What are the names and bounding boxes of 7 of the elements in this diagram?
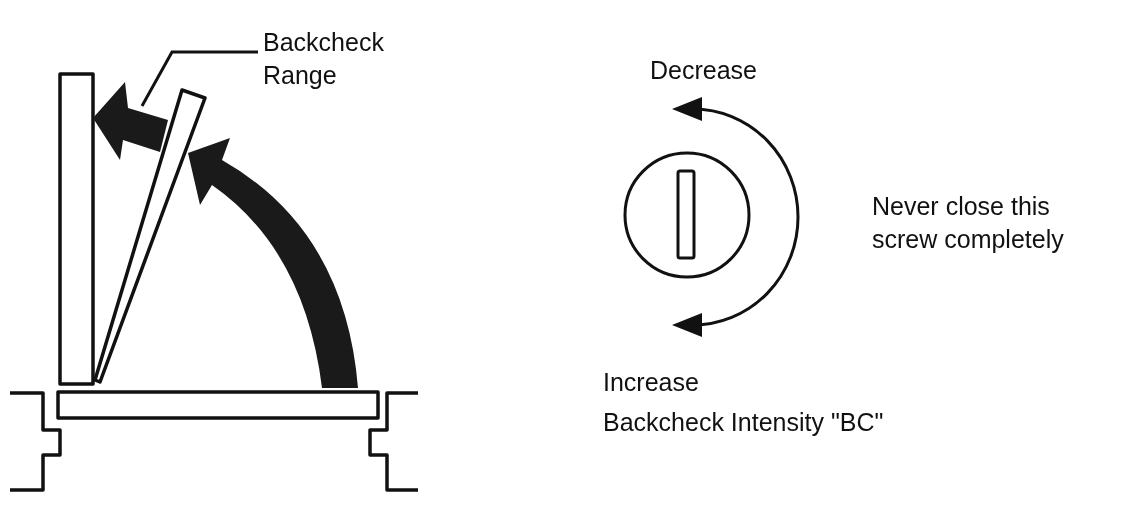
backcheck-arrow: [93, 82, 168, 160]
direction-label: Increase: [603, 367, 700, 398]
callout-label: Backcheck Range: [263, 26, 413, 92]
warning-note: Never close this screw completely: [872, 191, 1065, 255]
direction-label: Decrease: [650, 55, 758, 86]
adjustment-label: Backcheck Intensity "BC": [603, 407, 885, 438]
leader-line: [140, 50, 258, 107]
